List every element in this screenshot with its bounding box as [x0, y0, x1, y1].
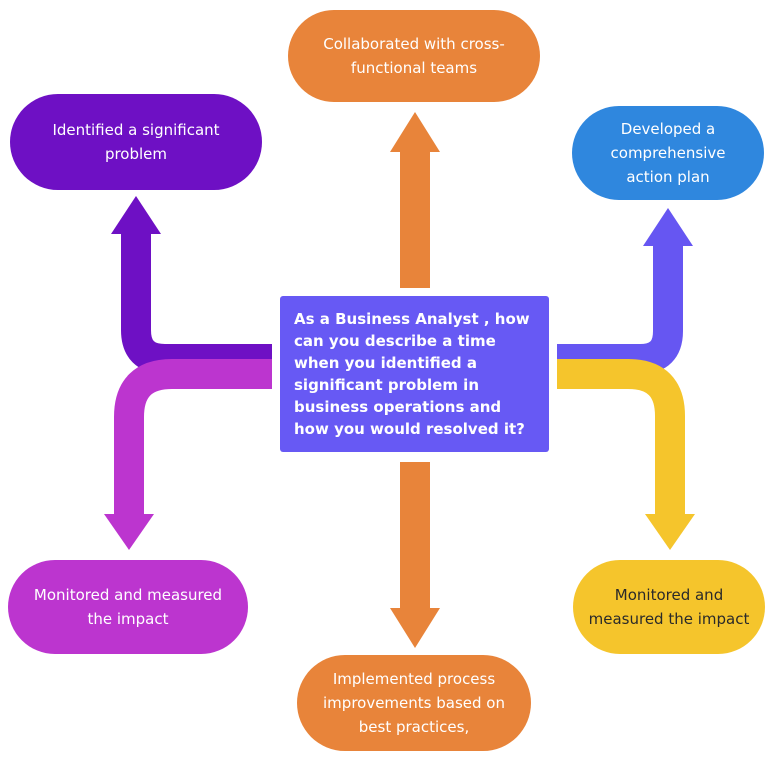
node-monitored-right: Monitored and measured the impact [573, 560, 765, 654]
node-monitored-left-label: Monitored and measured the impact [33, 586, 223, 628]
arrow-up-right [557, 244, 683, 374]
node-collaborated: Collaborated with cross-functional teams [288, 10, 540, 102]
arrow-up-left [121, 232, 272, 374]
center-question-text: As a Business Analyst , how can you desc… [294, 310, 530, 438]
node-identified-label: Identified a significant problem [52, 121, 220, 163]
node-monitored-left: Monitored and measured the impact [8, 560, 248, 654]
arrow-down-right [557, 359, 685, 516]
node-implemented-label: Implemented process improvements based o… [323, 670, 505, 736]
arrow-up-left-head [111, 196, 161, 234]
arrow-down-left [114, 359, 272, 516]
node-collaborated-label: Collaborated with cross-functional teams [323, 35, 505, 77]
node-identified: Identified a significant problem [10, 94, 262, 190]
node-developed-label: Developed a comprehensive action plan [610, 120, 726, 186]
arrow-up-right-head [643, 208, 693, 246]
arrow-up-center [390, 112, 440, 288]
arrow-down-center [390, 462, 440, 648]
arrow-down-left-head [104, 514, 154, 550]
node-monitored-right-label: Monitored and measured the impact [588, 586, 750, 628]
node-developed: Developed a comprehensive action plan [572, 106, 764, 200]
arrow-down-right-head [645, 514, 695, 550]
node-implemented: Implemented process improvements based o… [297, 655, 531, 751]
center-question-box: As a Business Analyst , how can you desc… [280, 296, 549, 452]
